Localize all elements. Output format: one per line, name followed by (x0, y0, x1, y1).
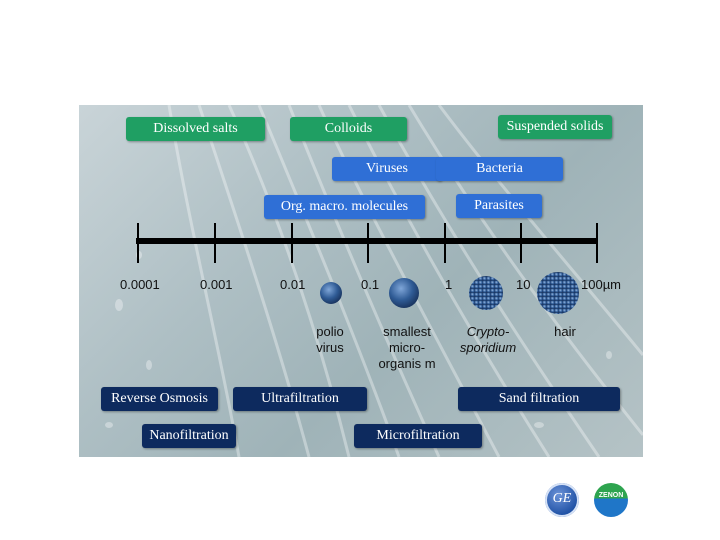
ge-logo: GE (545, 483, 579, 517)
tick-label-6: 100µm (581, 277, 622, 292)
cryptosporidium-label: Crypto-sporidium (459, 324, 517, 355)
viruses-label: Viruses (332, 157, 442, 181)
parasites-label: Parasites (456, 194, 542, 218)
cryptosporidium-particle (469, 276, 503, 310)
colloids-label: Colloids (290, 117, 407, 141)
diagram-panel: Dissolved salts Colloids Suspended solid… (79, 105, 643, 457)
smallest-microorganism-particle (389, 278, 419, 308)
ultrafiltration-label: Ultrafiltration (233, 387, 367, 411)
tick-label-3: 0.1 (361, 277, 380, 292)
microfiltration-label: Microfiltration (354, 424, 482, 448)
ge-logo-text: GE (552, 491, 572, 506)
tick-label-4: 1 (445, 277, 453, 292)
size-scale (136, 223, 598, 314)
smallest-microorganism-label: smallest micro-organis m (378, 324, 436, 371)
org-macro-molecules-label: Org. macro. molecules (264, 195, 425, 219)
reverse-osmosis-label: Reverse Osmosis (101, 387, 218, 411)
dissolved-salts-label: Dissolved salts (126, 117, 265, 141)
polio-virus-particle (320, 282, 342, 304)
hair-label: hair (554, 324, 576, 339)
hair-particle (537, 272, 579, 314)
tick-label-2: 0.01 (280, 277, 306, 292)
nanofiltration-label: Nanofiltration (142, 424, 236, 448)
zenon-logo: ZENON (594, 483, 628, 517)
tick-label-1: 0.001 (200, 277, 233, 292)
sand-filtration-label: Sand filtration (458, 387, 620, 411)
tick-label-5: 10 (516, 277, 531, 292)
zenon-logo-text: ZENON (598, 492, 624, 499)
polio-virus-label: polio virus (316, 324, 344, 355)
bacteria-label: Bacteria (436, 157, 563, 181)
tick-label-0: 0.0001 (120, 277, 160, 292)
suspended-solids-label: Suspended solids (498, 115, 612, 139)
